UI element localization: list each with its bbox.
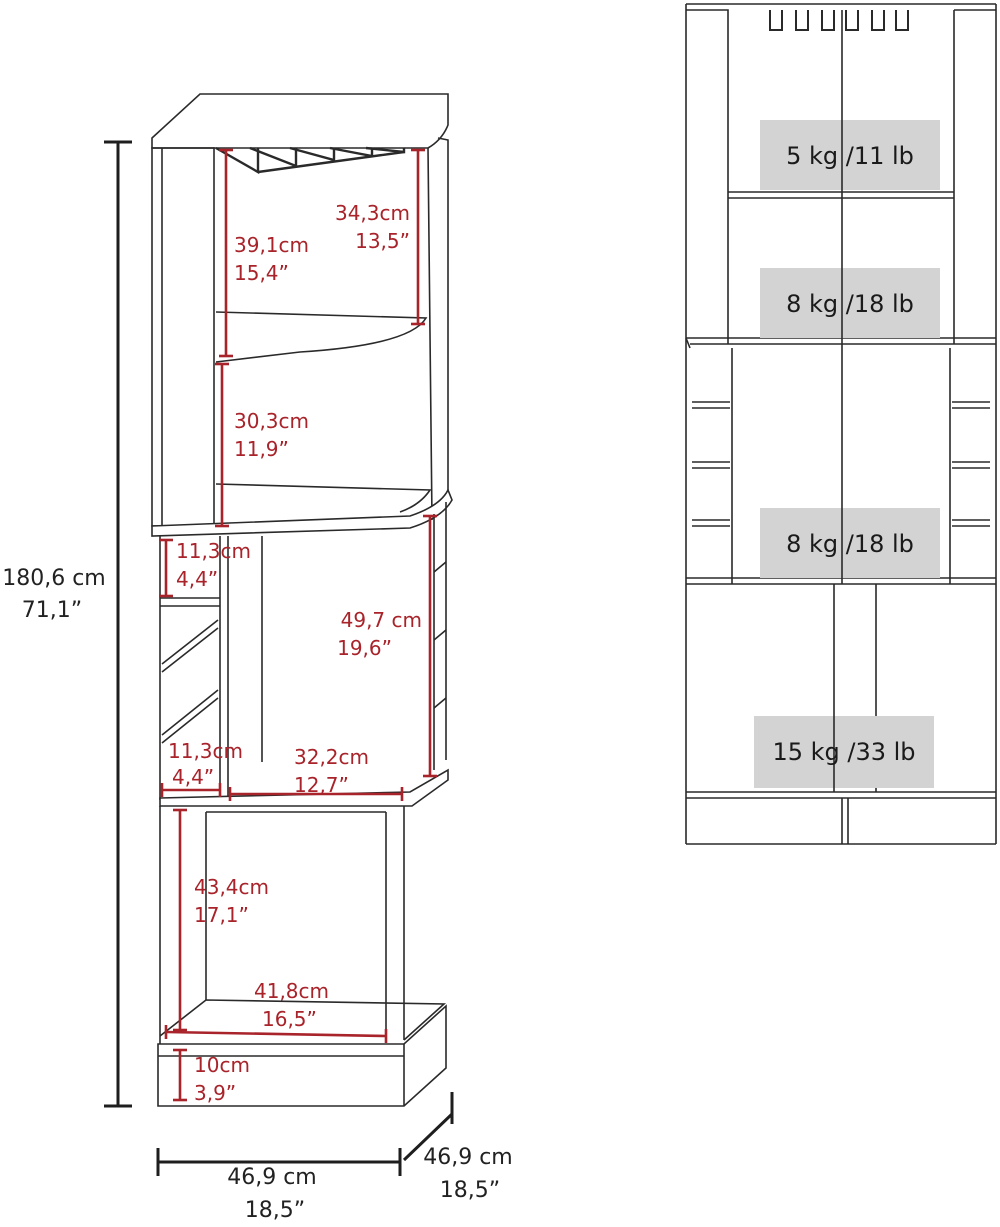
overall-depth-in: 18,5” <box>440 1178 500 1203</box>
overall-height-cm: 180,6 cm <box>2 566 106 591</box>
overall-width-in: 18,5” <box>245 1198 305 1223</box>
dim-side-top-in: 4,4” <box>176 567 218 591</box>
dim-side-bottom-cm: 11,3cm <box>168 739 243 763</box>
cabinet-top-slab <box>151 93 449 149</box>
dim-side-top-cm: 11,3cm <box>176 539 251 563</box>
weight-box-top <box>760 120 940 190</box>
overall-width-cm: 46,9 cm <box>227 1165 317 1190</box>
overall-height-in: 71,1” <box>22 598 82 623</box>
dim-bottle-cm: 49,7 cm <box>341 608 422 632</box>
weight-box-middle <box>760 508 940 578</box>
weight-middle-label: 8 kg /18 lb <box>786 530 914 558</box>
dim-lower-height-in: 17,1” <box>194 903 249 927</box>
upper-right-edge <box>427 137 449 521</box>
dim-lower-width-cm: 41,8cm <box>254 979 329 1003</box>
upper-shelf-2 <box>215 483 432 513</box>
dim-lower-height-cm: 43,4cm <box>194 875 269 899</box>
weight-box-upper <box>760 268 940 338</box>
middle-counter <box>151 488 453 537</box>
dim-mid-width-cm: 32,2cm <box>294 745 369 769</box>
cabinet-front-view <box>685 3 997 845</box>
weight-box-bottom <box>754 716 934 788</box>
dim-side-bottom-in: 4,4” <box>172 765 214 789</box>
dimension-lines <box>159 148 437 1102</box>
overall-dimension-lines <box>104 140 454 1176</box>
front-glass-rack <box>769 10 909 31</box>
dim-bottle-in: 19,6” <box>337 636 392 660</box>
weight-top-label: 5 kg /11 lb <box>786 142 914 170</box>
bottle-divider-1 <box>161 619 219 673</box>
dim-base-cm: 10cm <box>194 1053 250 1077</box>
weight-upper-label: 8 kg /18 lb <box>786 290 914 318</box>
dim-mid-width-in: 12,7” <box>294 773 349 797</box>
bottle-divider-2 <box>161 689 219 744</box>
dim-top-right-cm: 34,3cm <box>335 201 410 225</box>
dim-upper-mid-cm: 30,3cm <box>234 409 309 433</box>
dim-top-left-cm: 39,1cm <box>234 233 309 257</box>
dim-lower-width-in: 16,5” <box>262 1007 317 1031</box>
dim-base-in: 3,9” <box>194 1081 236 1105</box>
dim-top-left-in: 15,4” <box>234 261 289 285</box>
cabinet-drawing <box>151 93 453 1107</box>
weight-bottom-label: 15 kg /33 lb <box>772 738 915 766</box>
upper-shelf-1 <box>215 311 428 363</box>
overall-depth-cm: 46,9 cm <box>423 1145 513 1170</box>
dim-upper-mid-in: 11,9” <box>234 437 289 461</box>
dim-top-right-in: 13,5” <box>355 229 410 253</box>
glass-rack <box>215 146 406 175</box>
